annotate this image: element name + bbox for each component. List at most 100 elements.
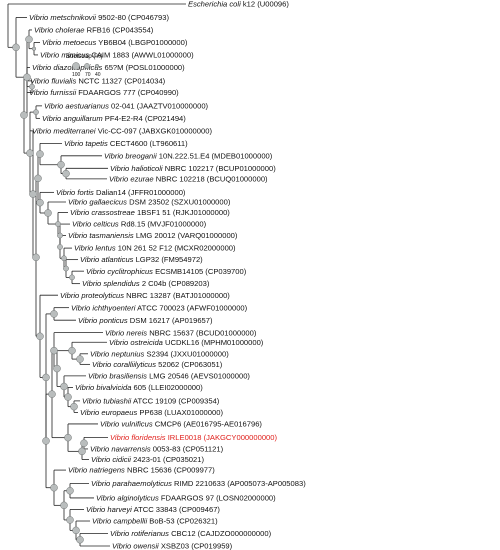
bootstrap-node: [66, 486, 74, 495]
bootstrap-node: [57, 244, 63, 250]
taxon-species: Vibrio tubiashii: [82, 396, 132, 405]
taxon-species: Vibrio proteolyticus: [60, 291, 124, 300]
taxon-label: Vibrio europaeus PP638 (LUAX01000000): [80, 408, 223, 417]
taxon-strain: 2423-01 (CP035021): [131, 455, 205, 464]
taxon-species: Vibrio ezurae: [109, 175, 154, 184]
taxon-label: Vibrio tapetis CECT4600 (LT960611): [64, 139, 188, 148]
taxon-species: Vibrio campbellii: [92, 517, 147, 526]
legend-circle-medium: [84, 63, 90, 69]
bootstrap-node: [64, 393, 72, 401]
taxon-strain: 9502-80 (CP046793): [96, 13, 170, 22]
taxon-strain: CAIM 1883 (AWWL01000000): [89, 51, 194, 60]
taxon-strain: BoB-53 (CP026321): [147, 517, 218, 526]
bootstrap-node: [55, 221, 61, 227]
bootstrap-node: [26, 149, 34, 157]
taxon-species: Vibrio coralliilyticus: [92, 360, 156, 369]
taxon-species: Vibrio bivalvicida: [75, 383, 131, 392]
taxon-strain: 10N.222.51.E4 (MDEB01000000): [157, 151, 273, 160]
taxon-labels: Escherichia coli k12 (U00096)Vibrio mets…: [29, 0, 306, 550]
bootstrap-node: [34, 174, 42, 183]
bootstrap-node: [76, 536, 84, 544]
bootstrap-node: [36, 150, 44, 158]
bootstrap-node: [57, 160, 65, 169]
bootstrap-node: [44, 209, 52, 217]
taxon-strain: 605 (LLEI02000000): [131, 383, 203, 392]
taxon-label: Vibrio fluvialis NCTC 11327 (CP014034): [30, 76, 166, 85]
taxon-label: Vibrio proteolyticus NBRC 13287 (BATJ010…: [60, 291, 230, 300]
taxon-label: Vibrio vulnificus CMCP6 (AE016795-AE0167…: [100, 420, 262, 429]
taxon-strain: NBRC 15637 (BCUD01000000): [147, 328, 257, 337]
bootstrap-node: [63, 265, 69, 272]
bootstrap-node: [20, 111, 28, 119]
bootstrap-node: [50, 310, 58, 318]
bootstrap-node: [42, 437, 50, 445]
taxon-strain: RIMD 2210633 (AP005073-AP005083): [172, 479, 306, 488]
taxon-species: Vibrio breoganii: [104, 151, 157, 160]
bootstrap-node: [36, 332, 44, 341]
taxon-label: Vibrio cyclitrophicus ECSMB14105 (CP0397…: [86, 267, 247, 276]
bootstrap-node: [72, 526, 80, 535]
taxon-species: Vibrio vulnificus: [100, 420, 153, 429]
taxon-label: Vibrio aestuarianus 02-041 (JAAZTV010000…: [44, 101, 209, 110]
taxon-label: Vibrio rotiferianus CBC12 (CAJDZO0000000…: [110, 529, 272, 538]
bootstrap-node: [12, 43, 20, 52]
taxon-label: Vibrio atlanticus LGP32 (FM954972): [80, 255, 203, 264]
taxon-label: Vibrio natriegens NBRC 15636 (CP009977): [68, 466, 215, 475]
taxon-label: Vibrio diazotrophicus 65?M (POSL01000000…: [32, 63, 185, 72]
legend-value-40: 40: [95, 72, 101, 78]
bootstrap-nodes: [12, 35, 88, 544]
taxon-label: Vibrio harveyi ATCC 33843 (CP009467): [86, 505, 220, 514]
taxon-strain: LGP32 (FM954972): [133, 255, 203, 264]
taxon-label: Escherichia coli k12 (U00096): [188, 0, 289, 9]
taxon-label: Vibrio ezurae NBRC 102218 (BCUQ01000000): [109, 175, 268, 184]
taxon-species: Vibrio cyclitrophicus: [86, 267, 153, 276]
taxon-strain: 65?M (POSL01000000): [102, 63, 185, 72]
taxon-label: Vibrio brasiliensis LMG 20546 (AEVS01000…: [88, 372, 250, 381]
taxon-strain: NBRC 102217 (BCUP01000000): [163, 164, 277, 173]
legend-circle-small: [94, 63, 100, 69]
bootstrap-node: [29, 83, 35, 90]
taxon-species: Vibrio aestuarianus: [44, 101, 109, 110]
taxon-label: Vibrio neptunius S2394 (JXXU01000000): [90, 349, 229, 358]
taxon-species: Vibrio diazotrophicus: [32, 63, 103, 72]
taxon-species: Vibrio tapetis: [64, 139, 108, 148]
taxon-species: Vibrio halioticoli: [110, 164, 163, 173]
taxon-species: Vibrio gallaecicus: [68, 198, 127, 207]
bootstrap-node: [61, 255, 67, 262]
taxon-label: Vibrio nereis NBRC 15637 (BCUD01000000): [105, 328, 257, 337]
taxon-strain: ATCC 700023 (AFWF01000000): [135, 303, 247, 312]
taxon-strain: ATCC 33843 (CP009467): [132, 505, 221, 514]
taxon-species: Escherichia coli: [188, 0, 241, 9]
bootstrap-node: [69, 274, 75, 281]
taxon-species: Vibrio mimicus: [40, 51, 89, 60]
taxon-strain: FDAARGOS 777 (CP040990): [76, 88, 179, 97]
taxon-strain: NBRC 13287 (BATJ01000000): [124, 291, 230, 300]
taxon-strain: 1BSF1 51 (RJKJ01000000): [135, 208, 230, 217]
taxon-strain: LMG 20012 (VARQ01000000): [134, 231, 238, 240]
taxon-species: Vibrio mediterranei: [32, 126, 96, 135]
legend-circle-large: [72, 62, 80, 70]
taxon-species: Vibrio floridensis: [110, 433, 166, 442]
taxon-label: Vibrio metoecus YB6B04 (LBGP01000000): [42, 38, 188, 47]
taxon-label: Vibrio ichthyoenteri ATCC 700023 (AFWF01…: [71, 303, 248, 312]
taxon-label: Vibrio coralliilyticus 52062 (CP063051): [92, 360, 223, 369]
bootstrap-node: [64, 433, 72, 442]
taxon-species: Vibrio metoecus: [42, 38, 97, 47]
taxon-species: Vibrio brasiliensis: [88, 372, 147, 381]
taxon-label: Vibrio tasmaniensis LMG 20012 (VARQ01000…: [68, 231, 238, 240]
taxon-label: Vibrio campbellii BoB-53 (CP026321): [92, 517, 218, 526]
taxon-species: Vibrio lentus: [74, 244, 116, 253]
taxon-species: Vibrio ponticus: [78, 316, 128, 325]
taxon-label: Vibrio crassostreae 1BSF1 51 (RJKJ010000…: [70, 208, 230, 217]
taxon-species: Vibrio neptunius: [90, 349, 145, 358]
taxon-species: Vibrio celticus: [72, 220, 119, 229]
taxon-species: Vibrio owensii: [112, 542, 159, 550]
taxon-strain: YB6B04 (LBGP01000000): [96, 38, 188, 47]
taxon-label: Vibrio tubiashii ATCC 19109 (CP009354): [82, 396, 220, 405]
taxon-species: Vibrio alginolyticus: [96, 494, 159, 503]
taxon-label: Vibrio anguillarum PF4-E2-R4 (CP021494): [42, 114, 186, 123]
bootstrap-node: [42, 373, 50, 382]
taxon-label: Vibrio cholerae RFB16 (CP043554): [34, 26, 154, 35]
taxon-strain: IRLE0018 (JAKGCY000000000): [166, 433, 278, 442]
taxon-species: Vibrio atlanticus: [80, 255, 134, 264]
